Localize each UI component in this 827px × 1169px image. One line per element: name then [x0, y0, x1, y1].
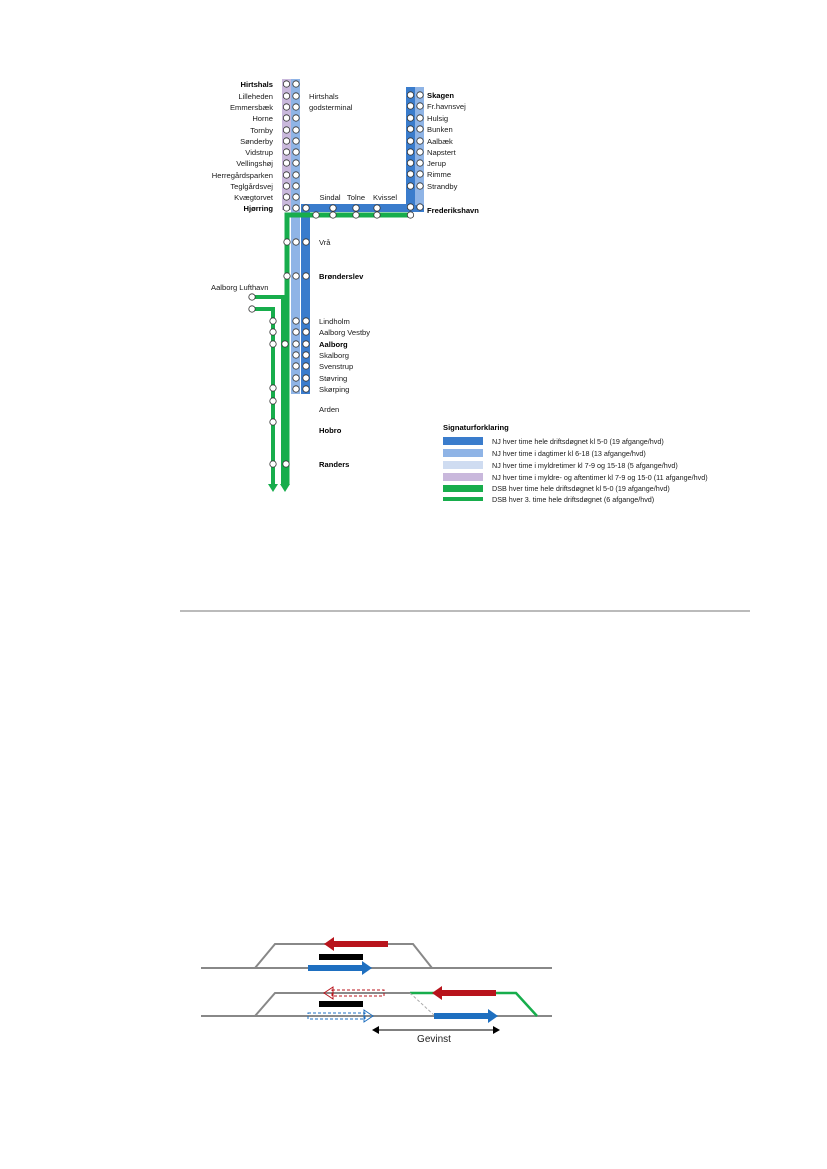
station-label-vra: Vrå — [319, 238, 331, 247]
gain-arrow-left-head — [372, 1026, 379, 1034]
station-label-aalbaek: Aalbæk — [427, 137, 453, 146]
track-diagram: Gevinst — [201, 937, 552, 1045]
station-label-aalborg-vestby: Aalborg Vestby — [319, 328, 370, 337]
arrow-south-2 — [280, 484, 290, 492]
train-black-lower — [319, 1001, 363, 1007]
legend-item-nj-daytime: NJ hver time i dagtimer kl 6-18 (13 afga… — [492, 449, 646, 458]
station-label-rimme: Rimme — [427, 170, 451, 179]
station-label-hirtshals-gods-1: Hirtshals — [309, 92, 339, 101]
line-dsb-frederikshavn-randers — [284, 212, 411, 485]
ghost-train-red — [331, 989, 385, 997]
legend-item-dsb-hourly: DSB hver time hele driftsdøgnet kl 5-0 (… — [492, 484, 670, 493]
line-dsb-airport-3h — [249, 307, 275, 485]
station-label-hirtshals: Hirtshals — [241, 80, 274, 89]
track-siding-lower — [254, 992, 410, 1017]
track-siding-lower-extension — [410, 991, 538, 1017]
line-hjorring-randers-rush — [291, 210, 300, 394]
legend-swatch-nj-rush-evening — [443, 473, 483, 481]
station-label-horne: Horne — [252, 114, 273, 123]
legend-item-nj-rush: NJ hver time i myldretimer kl 7-9 og 15-… — [492, 461, 678, 470]
station-label-emmersbaek: Emmersbæk — [230, 103, 273, 112]
legend-swatch-nj-rush — [443, 461, 483, 469]
station-label-frhavnsvej: Fr.havnsvej — [427, 102, 466, 111]
legend-title: Signaturforklaring — [443, 423, 509, 432]
train-red-lower — [441, 990, 496, 996]
legend-swatch-nj-all-day — [443, 437, 483, 445]
station-label-vidstrup: Vidstrup — [245, 148, 273, 157]
line-skagen-daytime-bend — [406, 205, 424, 212]
station-label-herregardsparken: Herregårdsparken — [212, 171, 273, 180]
ghost-train-red-arrow — [323, 986, 334, 1000]
legend-item-dsb-3h: DSB hver 3. time hele driftsdøgnet (6 af… — [492, 495, 654, 504]
station-label-skalborg: Skalborg — [319, 351, 349, 360]
train-blue-upper — [308, 965, 364, 971]
train-red-upper-arrow — [324, 937, 334, 951]
legend-item-nj-rush-evening: NJ hver time i myldre- og aftentimer kl … — [492, 473, 708, 482]
station-label-tornby: Tornby — [250, 126, 273, 135]
station-label-stovring: Støvring — [319, 374, 347, 383]
station-label-svenstrup: Svenstrup — [319, 362, 353, 371]
station-label-skagen: Skagen — [427, 91, 454, 100]
station-label-lindholm: Lindholm — [319, 317, 350, 326]
station-markers — [248, 80, 424, 468]
rail-network-map: Hirtshals Lilleheden Emmersbæk Horne Tor… — [211, 79, 479, 492]
station-label-frederikshavn: Frederikshavn — [427, 206, 479, 215]
legend: Signaturforklaring NJ hver time hele dri… — [443, 423, 708, 504]
legend-swatch-nj-daytime — [443, 449, 483, 457]
station-label-hobro: Hobro — [319, 426, 342, 435]
station-label-hjorring: Hjørring — [243, 204, 273, 213]
station-label-skorping: Skørping — [319, 385, 349, 394]
train-red-lower-arrow — [432, 986, 442, 1000]
station-label-arden: Arden — [319, 405, 339, 414]
station-label-hulsig: Hulsig — [427, 114, 448, 123]
train-blue-upper-arrow — [362, 961, 372, 975]
train-red-upper — [333, 941, 388, 947]
legend-swatch-dsb-hourly — [443, 485, 483, 492]
line-dsb-airport-hourly — [250, 295, 285, 485]
station-label-bunken: Bunken — [427, 125, 453, 134]
station-label-kvaegtorvet: Kvægtorvet — [234, 193, 274, 202]
track-siding-lower-dashed-link — [409, 992, 436, 1017]
arrow-south-1 — [268, 484, 278, 492]
gain-arrow-right-head — [493, 1026, 500, 1034]
station-label-bronderslev: Brønderslev — [319, 272, 364, 281]
station-label-teglgardsvej: Teglgårdsvej — [230, 182, 273, 191]
station-label-lilleheden: Lilleheden — [238, 92, 273, 101]
train-black-upper — [319, 954, 363, 960]
legend-item-nj-all-day: NJ hver time hele driftsdøgnet kl 5-0 (1… — [492, 437, 664, 446]
station-label-aalborg-lufthavn: Aalborg Lufthavn — [211, 283, 268, 292]
train-blue-lower-arrow — [488, 1009, 498, 1023]
station-label-vellingshoj: Vellingshøj — [236, 159, 273, 168]
ghost-train-blue-arrow — [363, 1009, 374, 1023]
station-label-tolne: Tolne — [347, 193, 365, 202]
station-label-strandby: Strandby — [427, 182, 458, 191]
station-label-kvissel: Kvissel — [373, 193, 397, 202]
station-label-sindal: Sindal — [319, 193, 340, 202]
station-label-jerup: Jerup — [427, 159, 446, 168]
station-label-hirtshals-gods-2: godsterminal — [309, 103, 353, 112]
legend-swatch-dsb-3h — [443, 497, 483, 501]
ghost-train-blue — [307, 1012, 366, 1020]
line-hjorring-skorping — [301, 204, 310, 394]
gain-label: Gevinst — [417, 1034, 451, 1045]
station-label-randers: Randers — [319, 460, 349, 469]
train-blue-lower — [434, 1013, 490, 1019]
station-label-napstert: Napstert — [427, 148, 457, 157]
station-label-aalborg: Aalborg — [319, 340, 348, 349]
station-label-sonderby: Sønderby — [240, 137, 273, 146]
